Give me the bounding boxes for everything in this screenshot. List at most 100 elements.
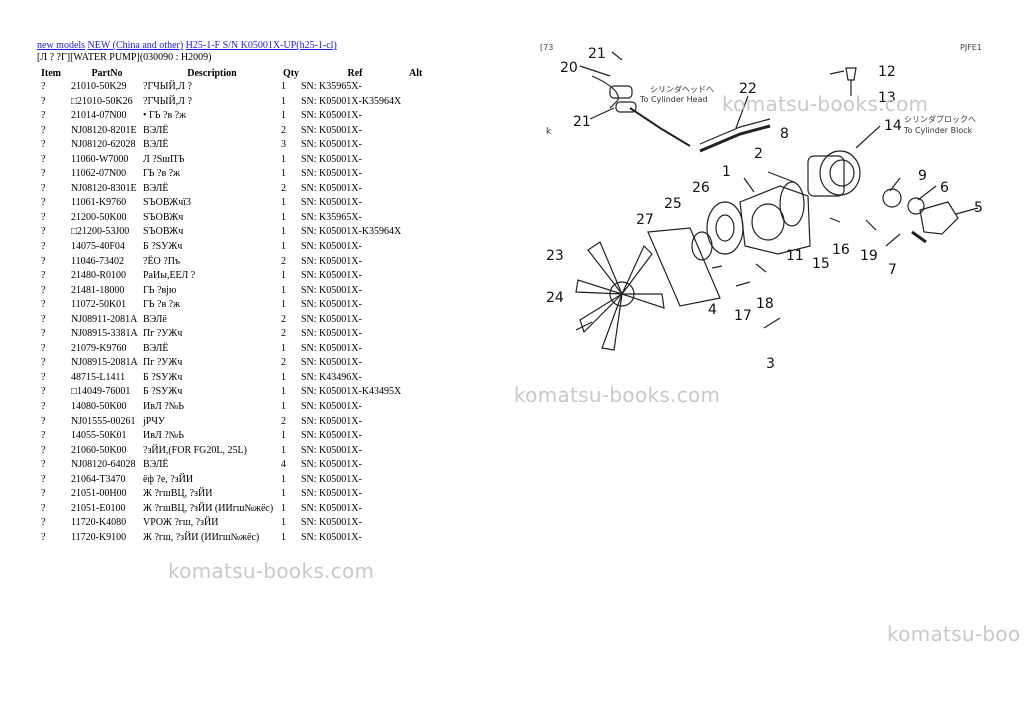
row-alt <box>409 255 439 270</box>
watermark: komatsu-books.com <box>168 559 375 583</box>
gasket-9 <box>882 188 902 208</box>
diagram-corner-right: PJFE1 <box>960 43 982 52</box>
parts-list-panel: new models NEW (China and other) H25-1-F… <box>37 40 507 546</box>
row-ref: SN: K05001X- <box>301 313 362 325</box>
row-alt <box>409 109 439 124</box>
breadcrumb-link-new-models[interactable]: new models <box>37 40 86 51</box>
row-partno: 21014-07N00 <box>71 110 127 122</box>
row-ref: SN: K05001X- <box>301 255 362 267</box>
row-qty: 2 <box>281 328 286 340</box>
row-alt <box>409 298 439 313</box>
row-qty: 1 <box>281 473 286 485</box>
page-subtitle: [Л ? ?Г][WATER PUMP](030090 : H2009) <box>37 52 212 63</box>
callout-22: 22 <box>739 81 757 97</box>
callout-20: 20 <box>560 60 578 76</box>
watermark: komatsu-books.com <box>722 92 929 116</box>
row-ref: SN: K05001X- <box>301 531 362 543</box>
row-partno: □21010-50K26 <box>71 95 133 107</box>
row-description: • ГЬ ?в ?ж <box>143 110 187 122</box>
row-item: ? <box>41 139 46 151</box>
row-alt <box>409 80 439 95</box>
callout-15: 15 <box>812 256 830 272</box>
callout-12: 12 <box>878 64 896 80</box>
water-outlet <box>919 201 959 235</box>
row-qty: 1 <box>281 531 286 543</box>
row-ref: SN: K05001X-K43495X <box>301 386 402 398</box>
row-description: ВЭЛЁ <box>143 139 169 151</box>
row-alt <box>409 473 439 488</box>
watermark: komatsu-boo <box>887 622 1021 646</box>
callout-1: 1 <box>722 164 731 180</box>
row-ref: SN: K05001X- <box>301 488 362 500</box>
row-alt <box>409 429 439 444</box>
row-alt <box>409 269 439 284</box>
row-alt <box>409 516 439 531</box>
row-qty: 1 <box>281 517 286 529</box>
note-k-mark: k <box>546 127 552 137</box>
callout-2: 2 <box>754 146 763 162</box>
row-description: јРЧУ <box>143 415 165 427</box>
row-description: ВЭЛЁ <box>143 182 169 194</box>
row-item: ? <box>41 299 46 311</box>
row-ref: SN: K05001X-K35964X <box>301 95 402 107</box>
row-description: ВЭЛЁ <box>143 459 169 471</box>
row-description: ?ГЧЫЙ,Л ? <box>143 81 192 92</box>
row-alt <box>409 502 439 517</box>
row-item: ? <box>41 517 46 529</box>
row-description: ВЭЛЁ <box>143 342 169 354</box>
row-alt <box>409 153 439 168</box>
row-qty: 1 <box>281 226 286 238</box>
hose-pipe-22 <box>699 124 771 153</box>
callout-27: 27 <box>636 212 654 228</box>
row-item: ? <box>41 444 46 456</box>
row-qty: 1 <box>281 371 286 383</box>
row-item: ? <box>41 211 46 223</box>
row-item: ? <box>41 81 46 92</box>
row-description: VРОЖ ?гш, ?зЙИ <box>143 517 219 529</box>
row-item: ? <box>41 255 46 267</box>
row-alt <box>409 95 439 110</box>
row-ref: SN: K05001X- <box>301 502 362 514</box>
row-qty: 1 <box>281 444 286 456</box>
row-alt <box>409 167 439 182</box>
row-partno: 11072-50K01 <box>71 299 127 311</box>
callout-8: 8 <box>780 126 789 142</box>
breadcrumb-link-new-china[interactable]: NEW (China and other) <box>87 40 184 51</box>
row-qty: 3 <box>281 139 286 151</box>
row-description: Б ?SУЖч <box>143 386 183 398</box>
callout-25: 25 <box>664 196 682 212</box>
row-alt <box>409 124 439 139</box>
row-item: ? <box>41 168 46 180</box>
row-description: SЪОВЖч <box>143 211 184 223</box>
callout-14: 14 <box>884 118 902 134</box>
row-partno: NJ01555-00261 <box>71 415 136 427</box>
bypass-tube <box>629 107 691 147</box>
row-partno: NJ08120-8301E <box>71 182 137 194</box>
table-header-row: Item PartNo Description Qty Ref Alt <box>37 67 439 80</box>
spacer <box>691 231 713 261</box>
row-description: Л ?SшПЪ <box>143 153 185 165</box>
callout-7: 7 <box>888 262 897 278</box>
row-ref: SN: K05001X- <box>301 357 362 369</box>
row-partno: 21051-E0100 <box>71 502 126 514</box>
row-ref: SN: K05001X- <box>301 342 362 354</box>
row-partno: 21200-50K00 <box>71 211 127 223</box>
row-qty: 1 <box>281 197 286 209</box>
callout-21a: 21 <box>588 46 606 62</box>
callout-13: 13 <box>878 90 896 106</box>
gasket-6 <box>907 197 925 215</box>
breadcrumb-link-model[interactable]: H25-1-F S/N K05001X-UP(h25-1-cl) <box>185 40 337 51</box>
row-item: ? <box>41 124 46 136</box>
row-item: ? <box>41 182 46 194</box>
row-qty: 1 <box>281 299 286 311</box>
